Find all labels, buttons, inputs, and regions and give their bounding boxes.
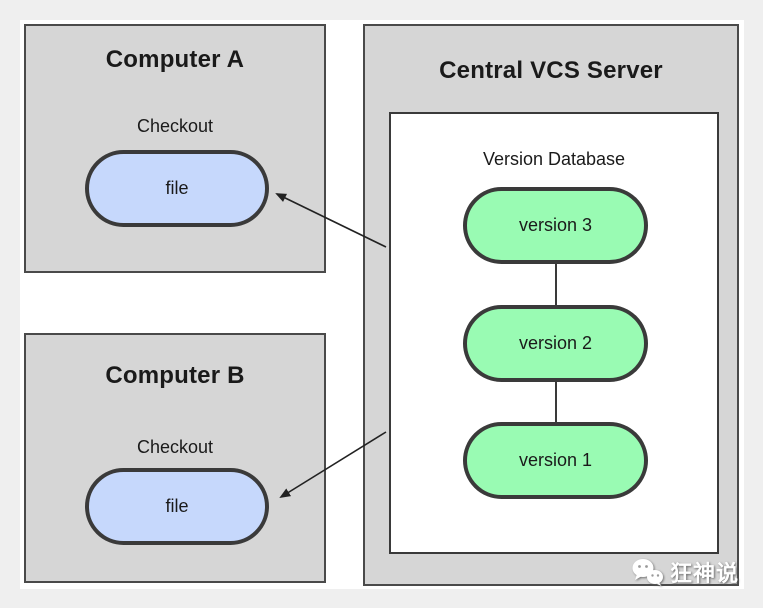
watermark: 狂神说 bbox=[632, 556, 739, 588]
computer-b-checkout-label: Checkout bbox=[136, 437, 214, 457]
computer-a-title: Computer A bbox=[105, 46, 245, 73]
computer-b-title: Computer B bbox=[105, 362, 245, 389]
version-1-node: version 1 bbox=[463, 422, 648, 499]
diagram-canvas: Computer A Checkout file Computer B Chec… bbox=[20, 20, 744, 589]
computer-b-file-node: file bbox=[85, 468, 269, 545]
watermark-text: 狂神说 bbox=[669, 561, 739, 586]
computer-b-box: Computer B Checkout file bbox=[24, 333, 326, 583]
wechat-icon bbox=[632, 559, 663, 586]
central-vcs-server-title: Central VCS Server bbox=[439, 57, 663, 84]
central-vcs-server-box: Central VCS Server Version Database vers… bbox=[363, 24, 739, 586]
version-2-node: version 2 bbox=[463, 305, 648, 382]
computer-a-box: Computer A Checkout file bbox=[24, 24, 326, 273]
version-3-node: version 3 bbox=[463, 187, 648, 264]
version-database-box: Version Database version 3 version 2 ver… bbox=[389, 112, 719, 554]
computer-a-file-node: file bbox=[85, 150, 269, 227]
version-database-label: Version Database bbox=[482, 149, 626, 169]
connector-v3-v2 bbox=[555, 264, 557, 309]
computer-a-checkout-label: Checkout bbox=[136, 116, 214, 136]
connector-v2-v1 bbox=[555, 382, 557, 426]
